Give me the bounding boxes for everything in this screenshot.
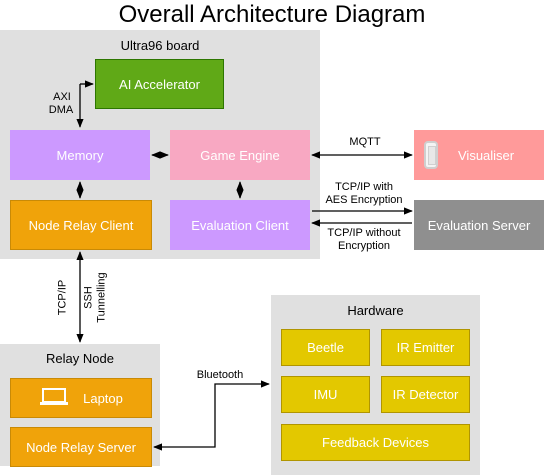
tcp-aes-label-line1: TCP/IP with [335,181,393,193]
ir-detector-label: IR Detector [392,387,459,402]
ultra96-board-label: Ultra96 board [120,38,200,53]
beetle-box: Beetle [281,329,370,366]
dma-label: DMA [48,104,74,116]
mqtt-label: MQTT [349,136,381,148]
node-relay-server-label: Node Relay Server [26,439,136,455]
visualiser-box: Visualiser [414,130,544,180]
node-relay-server-box: Node Relay Server [10,427,152,467]
ir-emitter-label: IR Emitter [396,340,455,355]
ir-detector-box: IR Detector [381,376,470,413]
feedback-devices-box: Feedback Devices [281,424,470,461]
ai-accelerator-box: AI Accelerator [95,59,224,109]
node-relay-client-box: Node Relay Client [10,200,152,250]
diagram-title: Overall Architecture Diagram [118,1,426,28]
tcp-noenc-label-line1: TCP/IP without [327,227,401,239]
hardware-label: Hardware [347,303,404,318]
phone-icon [424,141,438,169]
axi-label: AXI [53,91,71,103]
laptop-icon [39,387,69,410]
relay-node-label: Relay Node [46,351,114,366]
tcp-aes-label-line2: AES Encryption [325,194,403,206]
memory-box: Memory [10,130,150,180]
bluetooth-label: Bluetooth [196,369,244,381]
ssh-label: SSH [82,286,95,309]
tcpip-label: TCP/IP [56,279,69,316]
laptop-label: Laptop [83,390,123,406]
ai-accelerator-label: AI Accelerator [119,76,200,92]
memory-label: Memory [56,147,104,163]
game-engine-label: Game Engine [200,147,280,163]
imu-label: IMU [313,387,338,402]
ir-emitter-box: IR Emitter [381,329,470,366]
tcp-noenc-label-line2: Encryption [338,240,390,252]
beetle-label: Beetle [307,340,344,355]
evaluation-server-label: Evaluation Server [427,217,531,233]
bluetooth-connector [153,380,270,451]
laptop-box: Laptop [10,378,152,418]
evaluation-client-box: Evaluation Client [170,200,310,250]
visualiser-label: Visualiser [458,147,515,163]
imu-box: IMU [281,376,370,413]
feedback-devices-label: Feedback Devices [322,435,429,450]
tunnelling-label: Tunnelling [95,272,108,323]
node-relay-client-label: Node Relay Client [28,217,134,233]
evaluation-server-box: Evaluation Server [414,200,544,250]
game-engine-box: Game Engine [170,130,310,180]
evaluation-client-label: Evaluation Client [191,217,289,233]
